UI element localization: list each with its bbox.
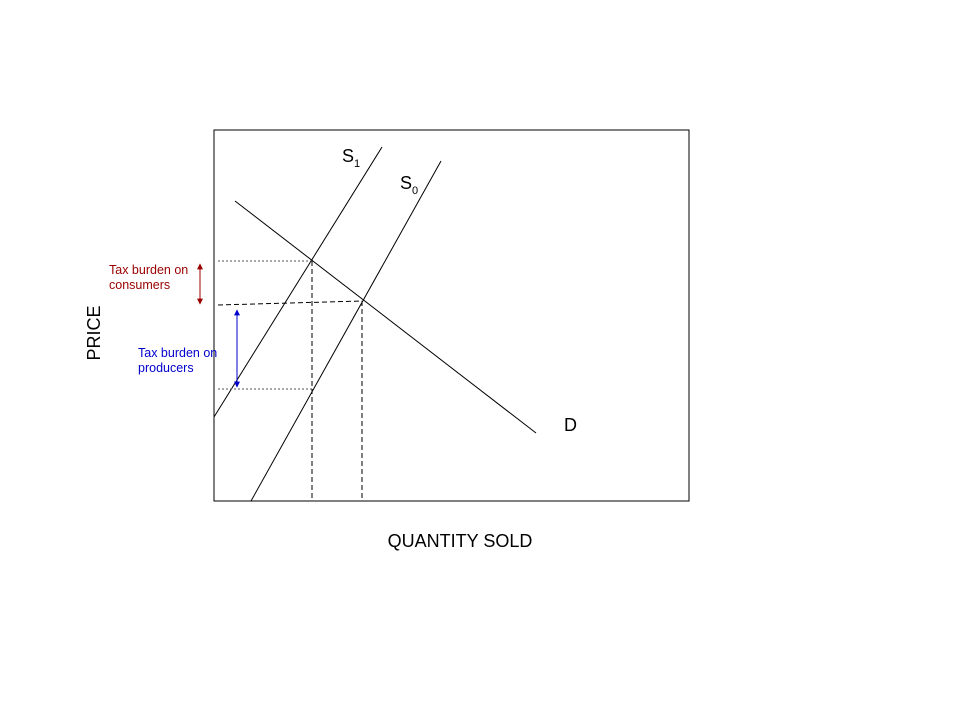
s1-label-sub: 1 bbox=[354, 158, 360, 170]
y-axis-label: PRICE bbox=[84, 305, 104, 360]
s1-label-main: S bbox=[342, 146, 354, 166]
consumer-burden-line2: consumers bbox=[109, 278, 170, 292]
plot-frame bbox=[213, 129, 690, 502]
demand-label: D bbox=[564, 415, 577, 435]
x-axis-label: QUANTITY SOLD bbox=[388, 531, 533, 551]
supply-curve-s0 bbox=[250, 160, 442, 502]
supply-curve-s1 bbox=[213, 146, 383, 418]
producer-burden-text: Tax burden on producers bbox=[138, 346, 221, 375]
s0-label: S0 bbox=[400, 173, 418, 197]
producer-burden-line2: producers bbox=[138, 361, 194, 375]
s0-label-main: S bbox=[400, 173, 412, 193]
s1-label: S1 bbox=[342, 146, 360, 170]
equilibrium-price-guide bbox=[217, 300, 363, 306]
consumer-burden-line1: Tax burden on bbox=[109, 263, 188, 277]
demand-curve bbox=[234, 200, 537, 434]
consumer-burden-text: Tax burden on consumers bbox=[109, 263, 192, 292]
s0-label-sub: 0 bbox=[412, 185, 418, 197]
producer-burden-line1: Tax burden on bbox=[138, 346, 217, 360]
